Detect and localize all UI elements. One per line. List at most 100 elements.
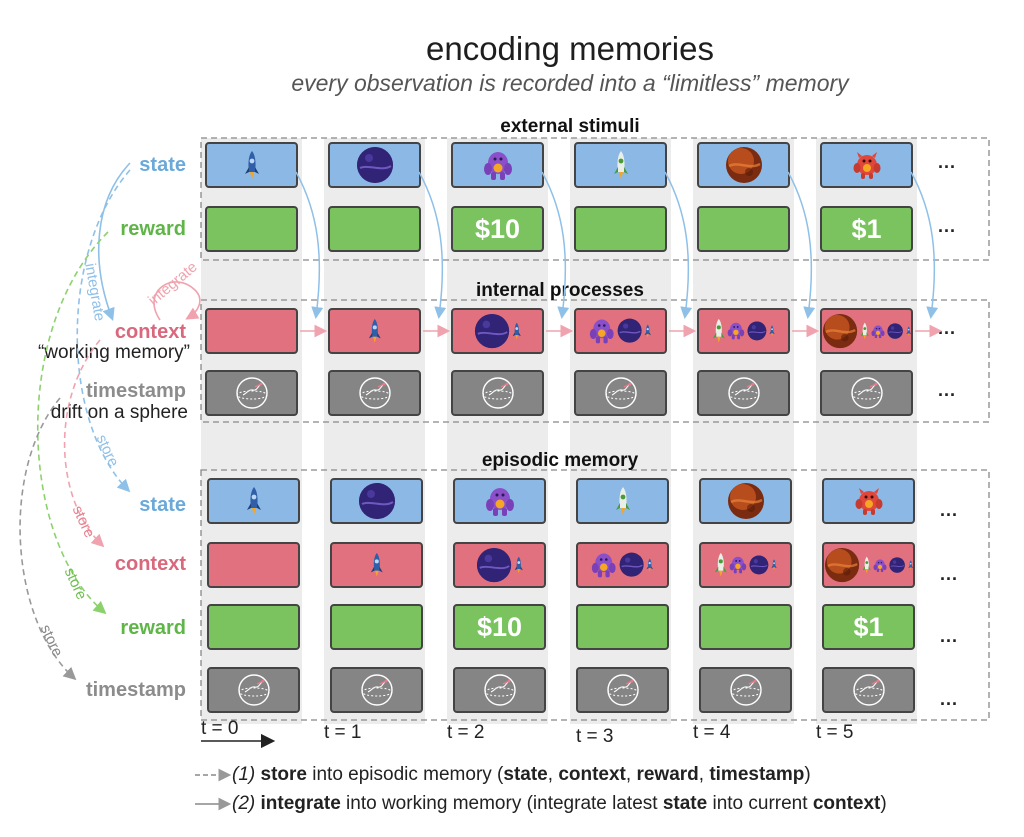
monster-purple-icon: [591, 551, 617, 578]
state-cell: [328, 142, 421, 188]
monster-purple-icon: [483, 149, 513, 181]
legend-store-text: into episodic memory (: [306, 764, 504, 785]
planet-purple-icon: [749, 555, 769, 575]
store-arrow-state: [76, 169, 131, 493]
legend-integrate-text1: into working memory (integrate latest: [340, 793, 663, 814]
monster-purple-icon: [729, 555, 747, 574]
reward-cell: [697, 206, 790, 252]
episodic-label-reward: reward: [120, 617, 186, 639]
ellipsis: ...: [938, 380, 957, 400]
planet-orange-icon: [822, 313, 858, 349]
context-cell: [574, 308, 667, 354]
reward-value: $1: [853, 611, 884, 642]
context-cell: [697, 308, 790, 354]
ellipsis: ...: [938, 318, 957, 338]
episodic-context-cell: [822, 542, 915, 588]
time-tick: t = 0: [201, 718, 239, 739]
ellipsis: ...: [940, 689, 959, 709]
monster-purple-icon: [589, 317, 615, 344]
note-working-memory: “working memory”: [37, 342, 190, 363]
sphere-icon: [729, 674, 762, 706]
store-arrow-timestamp: [19, 397, 77, 681]
row-label-reward: reward: [120, 218, 186, 240]
reward-cell: $1: [820, 206, 913, 252]
rocket-green-icon: [712, 318, 726, 344]
legend-sep: ,: [547, 764, 559, 785]
timestamp-cell: [697, 370, 790, 416]
monster-purple-icon: [873, 558, 888, 573]
monster-red-icon: [852, 150, 882, 180]
rocket-green-icon: [615, 486, 631, 516]
row-label-timestamp: timestamp: [85, 380, 186, 402]
episodic-label-context: context: [114, 553, 186, 575]
reward-cell: [574, 206, 667, 252]
state-cell: [574, 142, 667, 188]
planet-purple-icon: [358, 482, 396, 520]
episodic-reward-cell: $10: [453, 604, 546, 650]
episodic-context-cell: [699, 542, 792, 588]
integrate-arrow-left: [98, 162, 131, 321]
legend-integrate-end: ): [880, 793, 887, 814]
integrate-flow-arrow: [541, 171, 570, 319]
timestamp-cell: [820, 370, 913, 416]
rocket-blue-icon: [244, 150, 260, 180]
state-cell: [820, 142, 913, 188]
integrate-flow-arrow: [418, 171, 447, 319]
episodic-reward-cell: [576, 604, 669, 650]
monster-red-icon: [854, 486, 884, 516]
legend-store-number: (1): [232, 764, 256, 785]
episodic-reward-cell: [699, 604, 792, 650]
episodic-state-cell: [453, 478, 546, 524]
sphere-icon: [481, 377, 514, 409]
planet-orange-icon: [725, 146, 763, 184]
integrate-flow-arrow: [787, 171, 816, 319]
episodic-reward-cell: $1: [822, 604, 915, 650]
legend-integrate-state: state: [662, 793, 708, 814]
external-stimuli-frame: [200, 137, 990, 261]
sphere-icon: [483, 674, 516, 706]
reward-value: $1: [851, 213, 882, 244]
legend-store-context: context: [558, 764, 626, 785]
sphere-icon: [237, 674, 270, 706]
timestamp-cell: [451, 370, 544, 416]
rocket-blue-icon: [908, 560, 913, 570]
time-tick: t = 5: [816, 722, 854, 743]
row-label-state: state: [139, 154, 186, 176]
rocket-blue-icon: [246, 486, 262, 516]
legend-integrate-word: integrate: [260, 793, 341, 814]
episodic-timestamp-cell: [699, 667, 792, 713]
rocket-blue-icon: [646, 558, 654, 572]
time-tick: t = 4: [693, 722, 731, 743]
planet-purple-icon: [474, 313, 510, 349]
legend-store: (1) store into episodic memory (state, c…: [232, 764, 811, 786]
sphere-icon: [358, 377, 391, 409]
legend-integrate-context: context: [812, 793, 881, 814]
episodic-timestamp-cell: [330, 667, 423, 713]
legend-store-state: state: [503, 764, 548, 785]
episodic-state-cell: [330, 478, 423, 524]
planet-purple-icon: [889, 557, 906, 573]
episodic-state-cell: [207, 478, 300, 524]
episodic-reward-cell: [330, 604, 423, 650]
planet-purple-icon: [747, 321, 767, 341]
rocket-blue-icon: [514, 556, 524, 574]
episodic-state-cell: [822, 478, 915, 524]
integrate-flow-arrow: [910, 171, 939, 319]
legend-integrate-number: (2): [232, 793, 256, 814]
episodic-timestamp-cell: [453, 667, 546, 713]
planet-orange-icon: [824, 547, 860, 583]
rocket-blue-icon: [906, 326, 911, 336]
ellipsis: ...: [940, 626, 959, 646]
page-subtitle: every observation is recorded into a “li…: [291, 70, 849, 96]
ellipsis: ...: [940, 564, 959, 584]
time-tick: t = 3: [576, 726, 614, 747]
reward-value: $10: [474, 213, 521, 244]
episodic-state-cell: [699, 478, 792, 524]
reward-value: $10: [476, 611, 523, 642]
ellipsis: ...: [938, 216, 957, 236]
sphere-icon: [850, 377, 883, 409]
planet-purple-icon: [356, 146, 394, 184]
